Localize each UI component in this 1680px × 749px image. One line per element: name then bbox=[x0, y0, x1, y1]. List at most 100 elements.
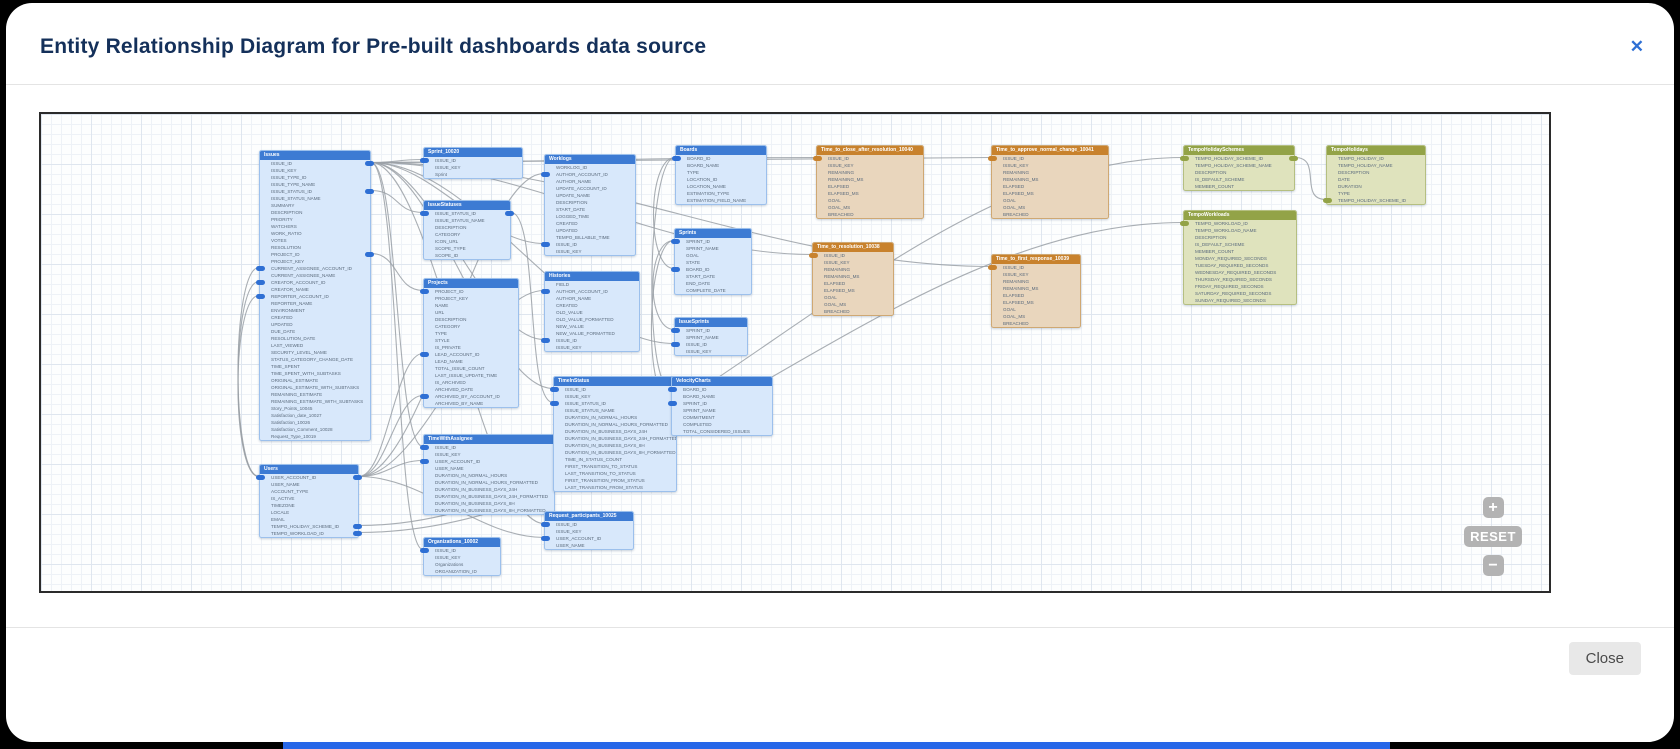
erd-modal: Entity Relationship Diagram for Pre-buil… bbox=[6, 3, 1674, 742]
entity-field: FRIDAY_REQUIRED_SECONDS bbox=[1195, 284, 1264, 289]
entity-field: OLD_VALUE bbox=[556, 310, 583, 315]
entity-field: Satisfaction_10026 bbox=[271, 420, 311, 425]
entity-field: TYPE bbox=[435, 331, 447, 336]
entity-field: TUESDAY_REQUIRED_SECONDS bbox=[1195, 263, 1269, 268]
relation-port bbox=[420, 394, 429, 399]
entity-field: TEMPO_HOLIDAY_NAME bbox=[1338, 163, 1393, 168]
entity-field: ISSUE_ID bbox=[556, 242, 577, 247]
entity-table-title: IssueStatuses bbox=[424, 201, 510, 210]
close-button[interactable]: Close bbox=[1568, 642, 1641, 675]
zoom-out-button[interactable]: − bbox=[1482, 555, 1504, 576]
entity-field: REMAINING_ESTIMATE_WITH_SUBTASKS bbox=[271, 399, 364, 404]
entity-field: REMAINING bbox=[824, 267, 851, 272]
entity-field: UPDATED bbox=[556, 228, 578, 233]
entity-field: GOAL_MS bbox=[1003, 205, 1026, 210]
entity-field: COMMITMENT bbox=[683, 415, 715, 420]
entity-field: IS_DEFAULT_SCHEME bbox=[1195, 242, 1245, 247]
entity-field: STATE bbox=[686, 260, 701, 265]
entity-field: DURATION_IN_BUSINESS_DAYS_8H_FORMATTED bbox=[435, 508, 546, 513]
entity-field: Satisfaction_Comment_10028 bbox=[271, 427, 333, 432]
entity-field: ARCHIVED_BY_NAME bbox=[435, 401, 484, 406]
zoom-reset-button[interactable]: RESET bbox=[1464, 526, 1522, 547]
entity-field: ISSUE_KEY bbox=[686, 349, 712, 354]
relation-port bbox=[541, 522, 550, 527]
entity-field: DURATION_IN_NORMAL_HOURS bbox=[435, 473, 508, 478]
entity-field: EMAIL bbox=[271, 517, 285, 522]
zoom-in-button[interactable]: + bbox=[1482, 497, 1504, 518]
relation-port bbox=[256, 475, 265, 480]
entity-table-title: Issues bbox=[260, 151, 370, 160]
entity-field: GOAL_MS bbox=[828, 205, 851, 210]
entity-field: RESOLUTION_DATE bbox=[271, 336, 316, 341]
entity-field: SPRINT_ID bbox=[686, 328, 710, 333]
entity-field: ELAPSED_MS bbox=[1003, 191, 1034, 196]
relation-edge bbox=[370, 189, 424, 214]
entity-field: TEMPO_WORKLOAD_ID bbox=[271, 531, 324, 536]
entity-field: FIELD bbox=[556, 282, 570, 287]
entity-table-title: Boards bbox=[676, 146, 766, 155]
entity-field: DURATION_IN_NORMAL_HOURS_FORMATTED bbox=[435, 480, 538, 485]
entity-field: REMAINING bbox=[1003, 279, 1030, 284]
entity-field: USER_ACCOUNT_ID bbox=[435, 459, 481, 464]
relation-port bbox=[1180, 221, 1189, 226]
entity-field: BOARD_NAME bbox=[683, 394, 716, 399]
entity-field: ENVIRONMENT bbox=[271, 308, 305, 313]
entity-field: ORIGINAL_ESTIMATE_WITH_SUBTASKS bbox=[271, 385, 360, 390]
entity-field: DURATION_IN_NORMAL_HOURS_FORMATTED bbox=[565, 422, 668, 427]
relation-port bbox=[541, 242, 550, 247]
entity-field: ISSUE_ID bbox=[686, 342, 707, 347]
relation-port bbox=[671, 342, 680, 347]
entity-field: PRIORITY bbox=[271, 217, 293, 222]
relation-port bbox=[550, 401, 559, 406]
entity-field: ELAPSED bbox=[824, 281, 846, 286]
entity-field: START_DATE bbox=[686, 274, 716, 279]
entity-field: BREACHED bbox=[1003, 212, 1029, 217]
relation-port bbox=[420, 548, 429, 553]
entity-field: Sprint bbox=[435, 172, 448, 177]
entity-field: DURATION_IN_BUSINESS_DAYS_24H bbox=[435, 487, 518, 492]
entity-field: ISSUE_STATUS_NAME bbox=[271, 196, 321, 201]
entity-field: GOAL bbox=[1003, 198, 1016, 203]
modal-header: Entity Relationship Diagram for Pre-buil… bbox=[6, 3, 1674, 85]
entity-field: ELAPSED_MS bbox=[828, 191, 859, 196]
relation-edge bbox=[370, 161, 554, 390]
entity-field: SPRINT_NAME bbox=[686, 246, 719, 251]
entity-field: REPORTER_NAME bbox=[271, 301, 313, 306]
entity-table-title: TimeWithAssignee bbox=[424, 435, 554, 444]
entity-table-title: Users bbox=[260, 465, 358, 474]
entity-field: CURRENT_ASSIGNEE_NAME bbox=[271, 273, 336, 278]
entity-field: TEMPO_HOLIDAY_SCHEME_ID bbox=[271, 524, 340, 529]
close-icon[interactable]: ✕ bbox=[1629, 37, 1644, 56]
entity-table-title: Time_to_approve_normal_change_10041 bbox=[992, 146, 1108, 155]
entity-field: Story_Points_10045 bbox=[271, 406, 313, 411]
entity-field: TEMPO_HOLIDAY_SCHEME_NAME bbox=[1195, 163, 1272, 168]
entity-field: DURATION_IN_NORMAL_HOURS bbox=[565, 415, 638, 420]
entity-field: ELAPSED bbox=[1003, 184, 1025, 189]
entity-field: DATE bbox=[1338, 177, 1350, 182]
relation-edge bbox=[237, 266, 260, 478]
